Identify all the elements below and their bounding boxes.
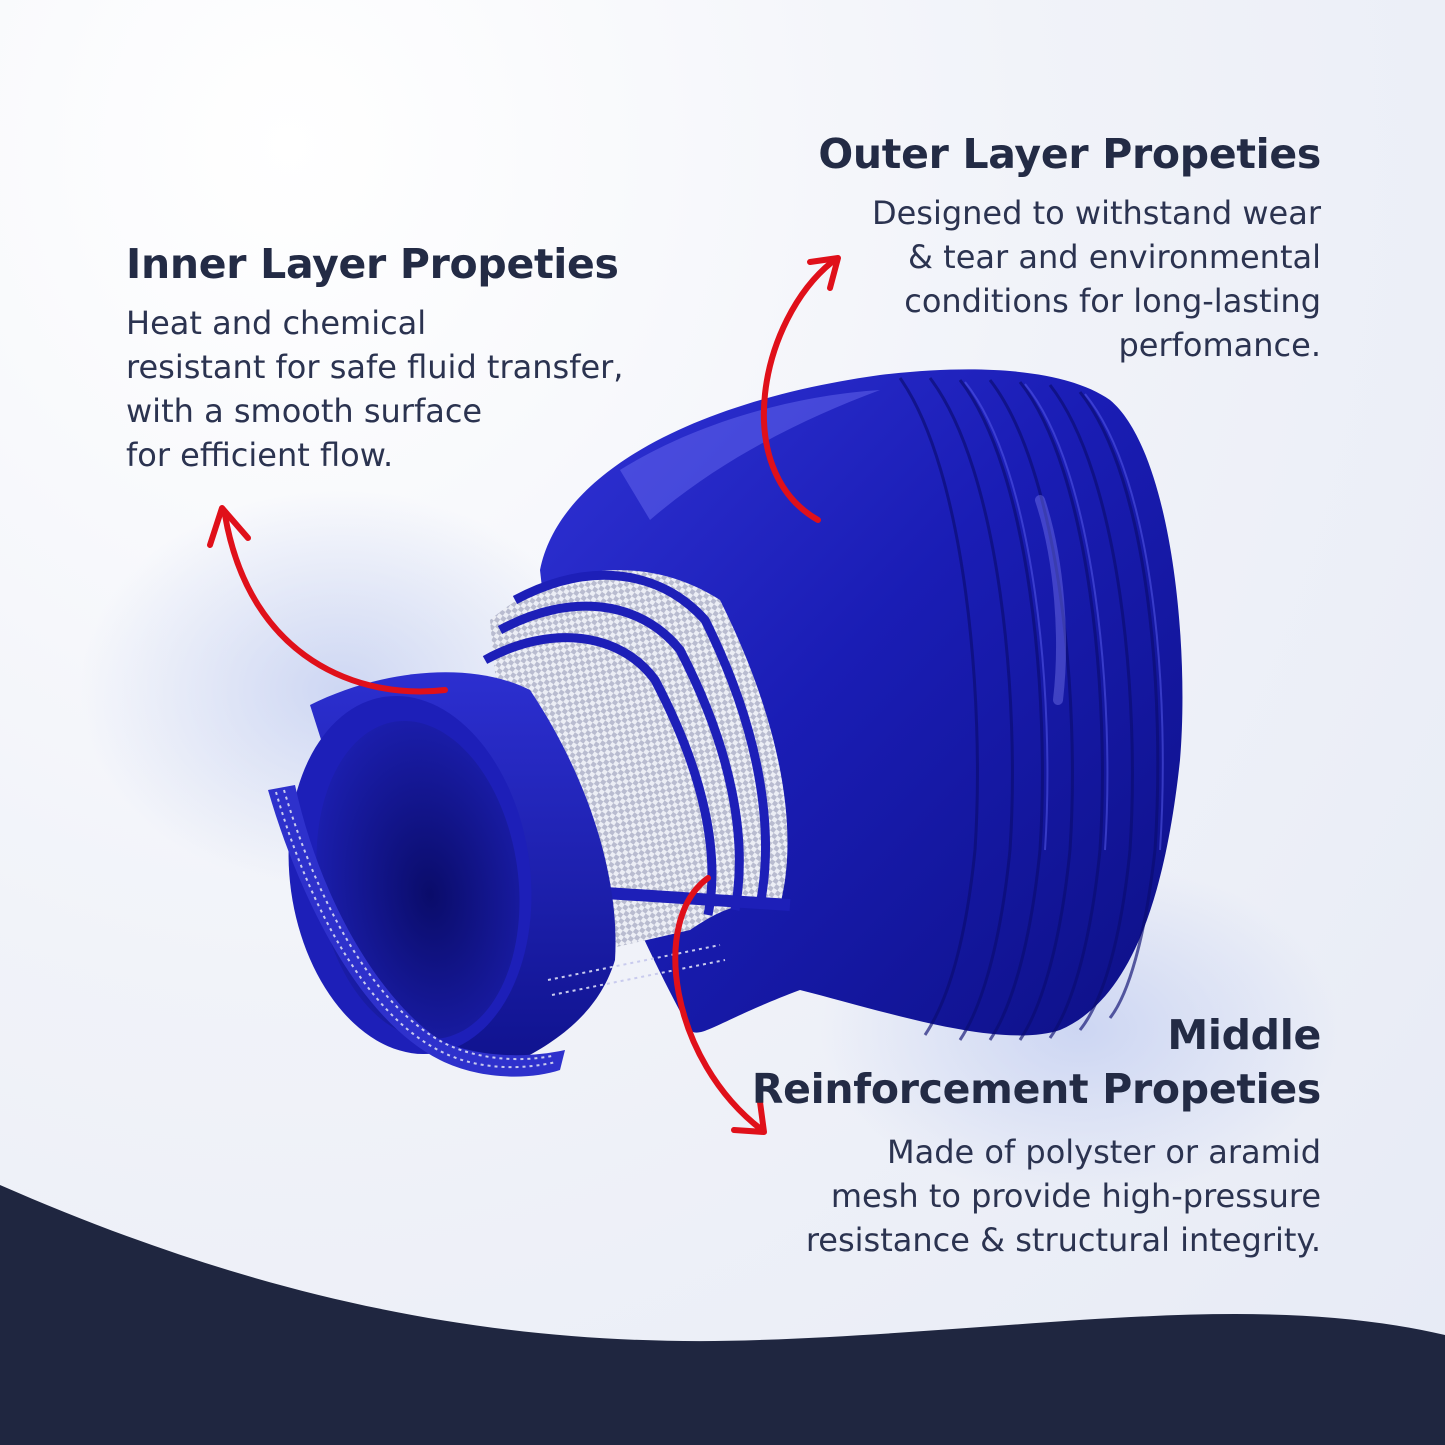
description-line: Heat and chemical [126, 304, 427, 342]
description-line: & tear and environmental [908, 238, 1321, 276]
arrow-middle [672, 875, 765, 1133]
description-line: mesh to provide high-pressure [830, 1177, 1321, 1215]
middle-reinforcement-title: Middle Reinforcement Propeties [681, 1008, 1321, 1116]
description-line: resistance & structural integrity. [805, 1221, 1321, 1259]
curved-red-arrow [207, 255, 841, 1135]
arrow-inner [222, 512, 448, 695]
description-line: conditions for long-lasting [904, 282, 1321, 320]
title-line: Reinforcement Propeties [751, 1065, 1321, 1113]
title-line: Middle [1167, 1011, 1321, 1059]
description-line: resistant for safe fluid transfer, [126, 348, 624, 386]
arrow-outer [760, 259, 835, 523]
arrow-middle-head [731, 1099, 767, 1135]
description-line: Designed to withstand wear [871, 194, 1321, 232]
inner-layer-title: Inner Layer Propeties [126, 240, 619, 288]
inner-layer-callout: Inner Layer Propeties Heat and chemical … [126, 237, 686, 477]
description-line: perfomance. [1118, 326, 1321, 364]
description-line: with a smooth surface [126, 392, 483, 430]
description-line: Made of polyster or aramid [886, 1133, 1321, 1171]
arrow-outer-head [807, 255, 841, 291]
footer-wave [0, 1185, 1445, 1445]
outer-layer-title: Outer Layer Propeties [818, 130, 1321, 178]
inner-bore [316, 720, 520, 1040]
inner-layer [268, 672, 726, 1077]
description-line: for efficient flow. [126, 436, 394, 474]
arrow-inner-head [207, 505, 251, 548]
outer-layer-description: Designed to withstand wear & tear and en… [721, 191, 1321, 367]
middle-reinforcement-callout: Middle Reinforcement Propeties Made of p… [681, 1008, 1321, 1262]
outer-layer-callout: Outer Layer Propeties Designed to withst… [721, 127, 1321, 367]
middle-reinforcement-description: Made of polyster or aramid mesh to provi… [681, 1130, 1321, 1262]
inner-layer-description: Heat and chemical resistant for safe flu… [126, 301, 686, 477]
